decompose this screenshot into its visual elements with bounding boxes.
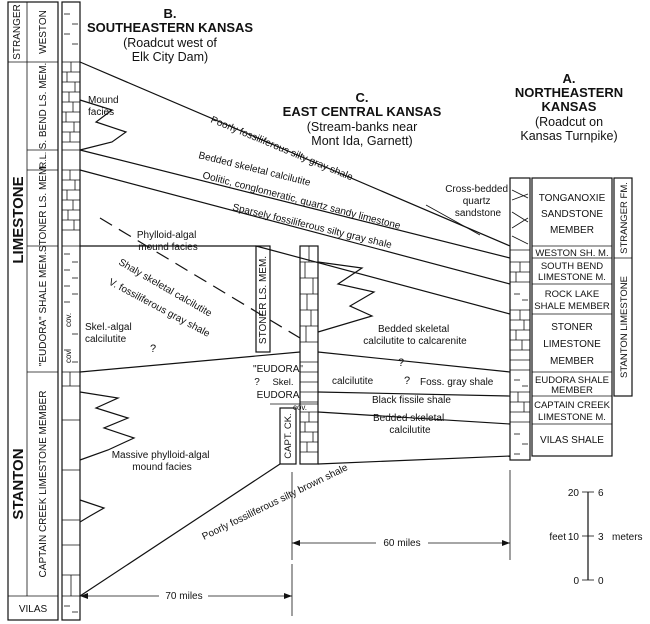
section-a-unit-line-15: LIMESTONE M. [538,412,606,423]
section-a-subtitle-1: (Roadcut on [535,115,603,129]
mound-facies-wedges [79,99,376,523]
section-b-title: SOUTHEASTERN KANSAS [87,20,253,35]
label-phylloid-mound: Phylloid-algal mound facies [137,230,199,253]
section-b-column: cov. cov. [61,1,81,621]
left-unit-south-bend: S. BEND LS. MEM. [38,63,49,150]
label-question-2: ? [398,357,404,369]
section-a-unit-column: TONGANOXIE SANDSTONE MEMBER WESTON SH. M… [531,177,613,457]
section-a-unit-line-1: TONGANOXIE [539,193,606,204]
section-a-letter: A. [563,71,576,86]
section-a-title-1: NORTHEASTERN [515,85,623,100]
section-a-unit-line-12: EUDORA SHALE [535,375,609,386]
section-b-letter: B. [164,6,177,21]
label-cross-bedded-sandstone: Cross-bedded quartz sandstone [445,184,511,219]
label-bedded-calcilutite-2: Bedded skeletal calcilutite [373,413,447,436]
section-c-covered: cov. [293,403,307,412]
left-group-stranger: STRANGER [12,4,23,60]
section-a-unit-line-14: CAPTAIN CREEK [534,400,611,411]
left-group-limestone: LIMESTONE [10,176,27,263]
section-a-unit-line-3: MEMBER [550,225,594,236]
label-mound-facies-l1: Mound [88,95,119,106]
left-unit-rock-lake: R.L. [38,152,48,169]
section-a-group-column: STRANGER FM. STANTON LIMESTONE [613,177,633,397]
scale-meters-6: 6 [598,488,604,499]
scale-meters-3: 3 [598,532,604,543]
left-unit-weston: WESTON [38,10,49,54]
left-unit-eudora: "EUDORA" SHALE MEM. [38,252,49,366]
section-a-subtitle-2: Kansas Turnpike) [520,129,617,143]
section-c-subtitle-2: Mont Ida, Garnett) [311,134,412,148]
section-c-letter: C. [356,90,369,105]
section-b-limestone-beds [62,61,80,597]
scale-meters-label: meters [612,532,643,543]
section-a-unit-line-5: SOUTH BEND [541,261,603,272]
section-a-unit-line-4: WESTON SH. M. [535,248,608,259]
scale-feet-10: 10 [568,532,580,543]
label-question-3: ? [404,375,410,387]
section-a-group-stranger: STRANGER FM. [619,182,630,254]
section-a-unit-line-6: LIMESTONE M. [538,272,606,283]
section-c-column: STONER LS. MEM. CAPT. CK. "EUDORA" Skel.… [253,245,319,465]
section-c-question-mark: ? [254,377,260,388]
section-a-unit-line-8: SHALE MEMBER [534,301,610,312]
distance-markers: 60 miles 70 miles [80,470,511,616]
section-c-skel: Skel. [272,377,293,388]
correlation-lines [79,61,511,597]
annotations: Mound facies Poorly fossiliferous silty … [85,95,511,543]
section-a-unit-line-2: SANDSTONE [541,209,603,220]
section-a-group-stanton: STANTON LIMESTONE [619,276,630,378]
section-b-shale-texture [64,13,78,613]
scale-feet-20: 20 [568,488,580,499]
section-b-subtitle-2: Elk City Dam) [132,50,208,64]
section-c-eudora-quoted: "EUDORA" [253,364,303,375]
section-a-unit-line-13: MEMBER [551,385,593,396]
label-sixty-miles: 60 miles [383,538,420,549]
scale-feet-0: 0 [573,576,579,587]
scale-meters-0: 0 [598,576,604,587]
label-fossiliferous-shale: Foss. gray shale [420,377,494,388]
section-c-stoner-label: STONER LS. MEM. [258,256,269,344]
label-mound-facies-l2: facies [88,107,114,118]
section-c-lithology [299,245,319,465]
section-a-lithology [509,177,531,461]
section-b-header: B. SOUTHEASTERN KANSAS (Roadcut west of … [87,6,253,64]
section-c-header: C. EAST CENTRAL KANSAS (Stream-banks nea… [283,90,442,148]
section-c-subtitle-1: (Stream-banks near [307,120,417,134]
left-unit-column: STRANGER WESTON LIMESTONE S. BEND LS. ME… [7,1,59,621]
label-bedded-to-calcarenite: Bedded skeletal calcilutite to calcareni… [363,324,467,347]
vertical-scale: 20 10 0 feet 6 3 0 meters [549,488,642,587]
label-black-fissile-shale: Black fissile shale [372,395,451,406]
label-calcilutite: calcilutite [332,376,374,387]
section-c-captain-creek-label-box [279,407,297,465]
label-massive-phylloid-mound: Massive phylloid-algal mound facies [112,450,213,473]
section-c-stoner-label-box [255,245,271,353]
label-seventy-miles: 70 miles [165,591,202,602]
section-a-header: A. NORTHEASTERN KANSAS (Roadcut on Kansa… [515,71,623,143]
left-group-stanton: STANTON [10,448,27,519]
section-a-title-2: KANSAS [542,99,597,114]
label-question-1: ? [150,343,156,355]
section-a-unit-line-7: ROCK LAKE [545,289,599,300]
left-unit-vilas: VILAS [19,604,48,615]
label-skel-algal-calcilutite: Skel.-algal calcilutite [85,322,134,345]
section-b-subtitle-1: (Roadcut west of [123,36,217,50]
section-a-unit-line-16: VILAS SHALE [540,435,604,446]
section-c-title: EAST CENTRAL KANSAS [283,104,442,119]
label-mound-facies: Mound facies [88,95,121,118]
section-a-unit-line-11: MEMBER [550,356,594,367]
section-c-eudora: EUDORA [257,390,300,401]
section-b-covered-2: cov. [64,349,73,363]
section-a-unit-line-9: STONER [551,322,593,333]
section-b-covered-1: cov. [64,313,73,327]
left-unit-captain-creek: CAPTAIN CREEK LIMESTONE MEMBER [38,391,49,578]
section-a-unit-line-10: LIMESTONE [543,339,601,350]
section-c-captain-creek-label: CAPT. CK. [283,413,294,458]
scale-feet-label: feet [549,532,566,543]
left-unit-stoner: STONER LS. MEM. [38,164,49,252]
label-poorly-brown-shale: Poorly fossiliferous silty brown shale [200,462,350,542]
